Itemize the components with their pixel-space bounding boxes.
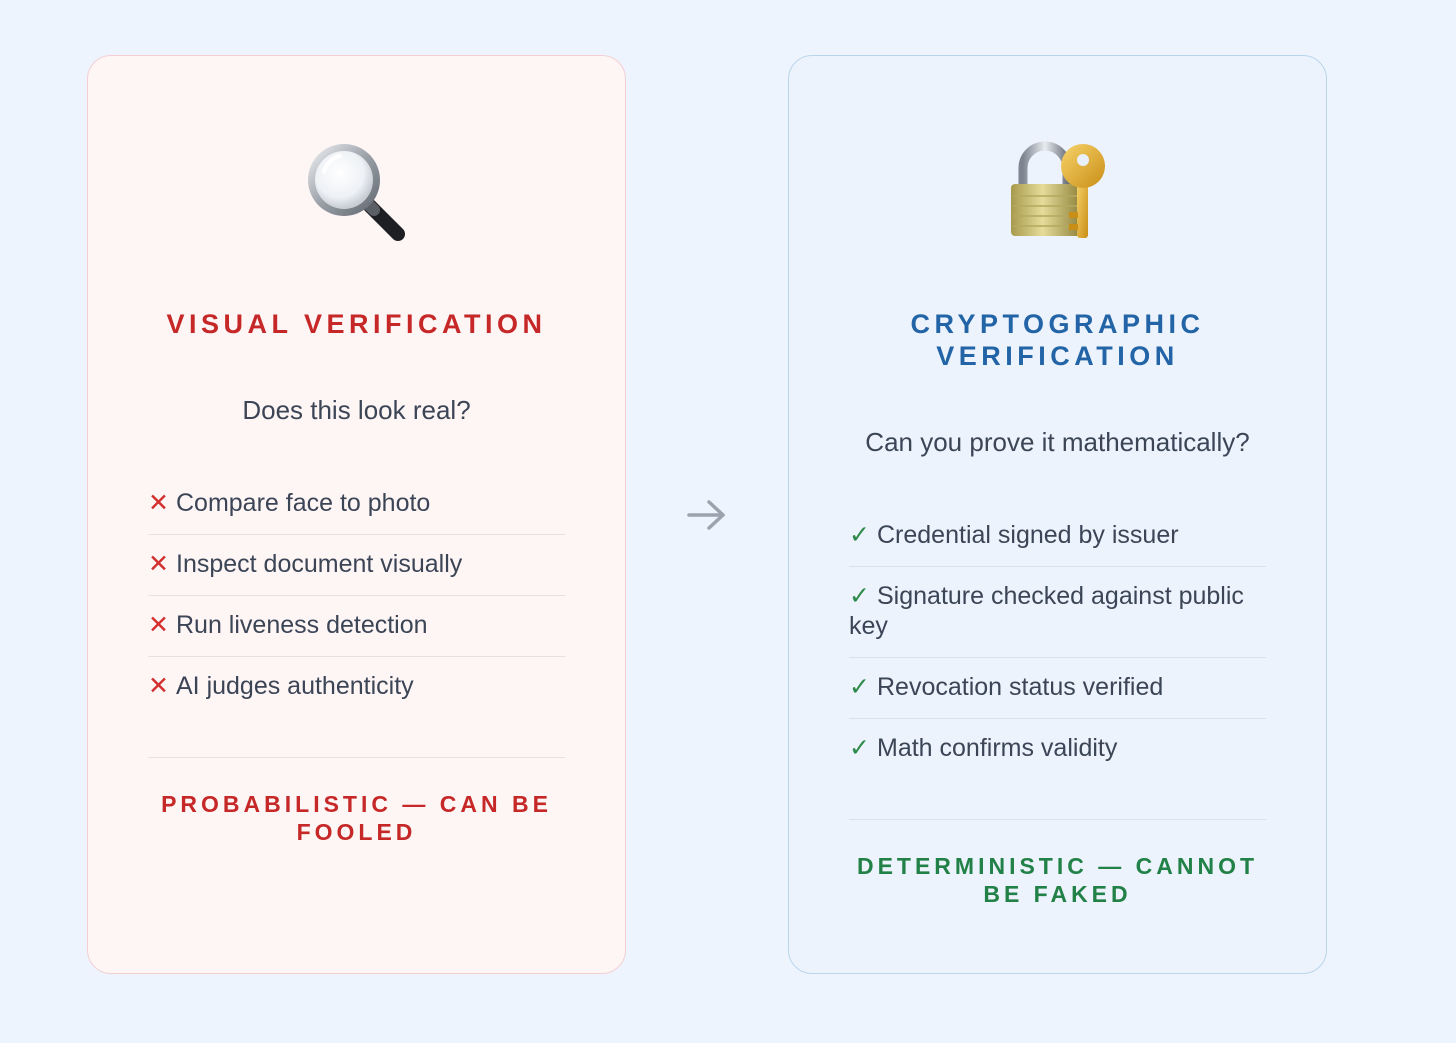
cross-icon: ✕ bbox=[148, 611, 169, 639]
cryptographic-verification-card: CRYPTOGRAPHIC VERIFICATION Can you prove… bbox=[788, 55, 1327, 974]
list-item-label: Compare face to photo bbox=[176, 489, 431, 517]
checkmark-icon: ✓ bbox=[849, 582, 870, 610]
check-list: ✕Compare face to photo ✕Inspect document… bbox=[148, 474, 565, 717]
cross-icon: ✕ bbox=[148, 489, 169, 517]
checkmark-icon: ✓ bbox=[849, 521, 870, 549]
checkmark-icon: ✓ bbox=[849, 673, 870, 701]
card-verdict: DETERMINISTIC — CANNOT BE FAKED bbox=[856, 853, 1259, 907]
list-item-label: Run liveness detection bbox=[176, 611, 428, 639]
list-item-label: Signature checked against public key bbox=[849, 582, 1244, 640]
list-item: ✕AI judges authenticity bbox=[148, 657, 565, 717]
icon-area bbox=[148, 138, 565, 258]
list-item: ✕Run liveness detection bbox=[148, 596, 565, 657]
list-item-label: AI judges authenticity bbox=[176, 672, 414, 700]
list-item: ✓Signature checked against public key bbox=[849, 567, 1266, 658]
cross-icon: ✕ bbox=[148, 672, 169, 700]
card-question: Can you prove it mathematically? bbox=[865, 427, 1250, 457]
cross-icon: ✕ bbox=[148, 550, 169, 578]
list-item-label: Math confirms validity bbox=[877, 734, 1118, 762]
divider bbox=[849, 819, 1266, 820]
list-item: ✕Inspect document visually bbox=[148, 535, 565, 596]
card-title: VISUAL VERIFICATION bbox=[166, 309, 547, 339]
divider bbox=[148, 757, 565, 758]
checkmark-icon: ✓ bbox=[849, 734, 870, 762]
list-item-label: Inspect document visually bbox=[176, 550, 463, 578]
lock-with-key-icon bbox=[1010, 141, 1105, 238]
card-question: Does this look real? bbox=[242, 395, 471, 425]
list-item: ✓Math confirms validity bbox=[849, 719, 1266, 779]
card-title: CRYPTOGRAPHIC VERIFICATION bbox=[910, 309, 1205, 371]
list-item: ✓Revocation status verified bbox=[849, 658, 1266, 719]
magnifying-glass-icon bbox=[307, 144, 405, 241]
check-list: ✓Credential signed by issuer ✓Signature … bbox=[849, 506, 1266, 779]
icon-area bbox=[849, 138, 1266, 258]
list-item: ✓Credential signed by issuer bbox=[849, 506, 1266, 567]
card-verdict: PROBABILISTIC — CAN BE FOOLED bbox=[161, 791, 552, 845]
list-item-label: Revocation status verified bbox=[877, 673, 1164, 701]
list-item: ✕Compare face to photo bbox=[148, 474, 565, 535]
list-item-label: Credential signed by issuer bbox=[877, 521, 1179, 549]
visual-verification-card: VISUAL VERIFICATION Does this look real?… bbox=[87, 55, 626, 974]
right-arrow-icon bbox=[687, 500, 725, 530]
